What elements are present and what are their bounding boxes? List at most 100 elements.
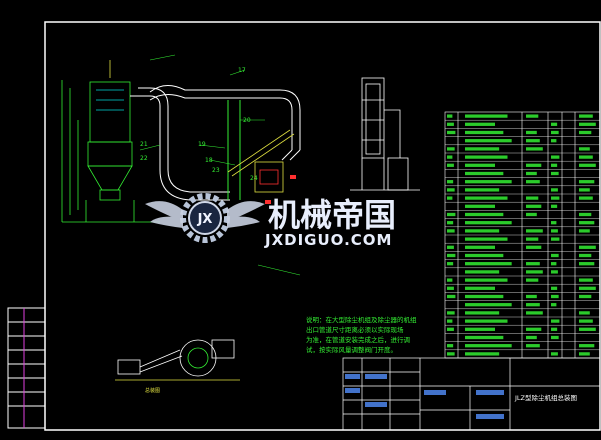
dim-label-8: 24 <box>250 175 258 182</box>
parts-cell-text <box>526 311 543 315</box>
parts-cell-text <box>579 147 590 151</box>
parts-cell-text <box>526 163 542 167</box>
note-line-1: 说明：在大型除尘机组及除尘器的机组 <box>306 315 417 324</box>
parts-cell-text <box>465 245 495 249</box>
parts-cell-text <box>526 229 543 233</box>
parts-cell-text <box>526 303 540 307</box>
parts-cell-text <box>447 221 454 225</box>
watermark-cn-text: 机械帝国 <box>268 196 396 234</box>
parts-cell-text <box>447 180 454 184</box>
parts-cell-text <box>526 262 540 266</box>
parts-cell-text <box>551 253 559 258</box>
dim-label-3: 20 <box>243 117 251 124</box>
note-line-4: 试，按实际风量调整阀门开度。 <box>306 345 397 354</box>
parts-cell-text <box>579 319 593 323</box>
parts-cell-text <box>551 270 558 274</box>
plan-view <box>115 339 240 381</box>
fan-unit <box>227 129 295 193</box>
parts-cell-text <box>465 155 508 159</box>
parts-cell-text <box>465 114 508 118</box>
left-margin-strip <box>7 307 46 429</box>
parts-cell-text <box>465 139 512 143</box>
parts-cell-text <box>447 286 454 290</box>
parts-cell-text <box>526 147 543 151</box>
parts-cell-text <box>579 311 590 315</box>
parts-cell-text <box>465 262 512 266</box>
parts-cell-text <box>447 319 453 323</box>
parts-cell-text <box>551 286 558 290</box>
parts-cell-text <box>465 212 504 217</box>
parts-cell-text <box>526 270 543 274</box>
parts-cell-text <box>579 114 593 118</box>
parts-cell-text <box>526 335 537 340</box>
dim-label-2: 21 <box>140 141 148 148</box>
parts-cell-text <box>447 245 454 249</box>
parts-cell-text <box>526 344 540 348</box>
parts-cell-text <box>579 344 595 348</box>
parts-cell-text <box>526 245 542 249</box>
parts-cell-text <box>551 229 558 233</box>
parts-cell-text <box>465 188 500 192</box>
parts-cell-text <box>465 171 504 176</box>
duct-system <box>130 85 301 201</box>
parts-cell-text <box>526 180 540 184</box>
parts-cell-text <box>579 155 593 159</box>
parts-cell-text <box>579 196 593 200</box>
parts-cell-text <box>465 130 504 135</box>
parts-cell-text <box>447 122 454 126</box>
watermark-logo: JX <box>145 193 265 243</box>
parts-cell-text <box>447 212 456 217</box>
dimension-leaders <box>139 54 301 276</box>
parts-cell-text <box>579 122 596 126</box>
parts-cell-text <box>447 278 453 282</box>
parts-cell-text <box>551 237 560 241</box>
dimension-labels: 17 21 20 19 18 23 22 24 <box>140 67 258 182</box>
parts-cell-text <box>447 188 455 192</box>
parts-cell-text <box>465 311 500 315</box>
parts-cell-text <box>551 204 558 208</box>
parts-cell-text <box>465 204 495 208</box>
parts-cell-text <box>579 253 592 258</box>
parts-cell-text <box>447 262 454 266</box>
parts-cell-text <box>465 327 495 331</box>
side-elevation <box>350 77 420 191</box>
parts-cell-text <box>465 147 500 151</box>
parts-cell-text <box>579 327 596 331</box>
parts-cell-text <box>579 262 595 266</box>
parts-cell-text <box>465 352 500 356</box>
parts-cell-text <box>465 278 508 282</box>
title-block-fills <box>345 374 504 419</box>
parts-cell-text <box>551 294 559 299</box>
parts-cell-text <box>551 188 558 192</box>
parts-cell-text <box>465 319 508 323</box>
parts-cell-text <box>447 344 454 348</box>
parts-cell-text <box>551 163 558 167</box>
parts-cell-text <box>579 286 596 290</box>
parts-cell-text <box>526 327 542 331</box>
notes-block: 说明：在大型除尘机组及除尘器的机组 出口管道尺寸距离必须以实际现场 为准，在管道… <box>306 315 417 354</box>
parts-cell-text <box>579 229 590 233</box>
parts-cell-text <box>447 196 453 200</box>
parts-cell-text <box>465 163 495 167</box>
note-line-2: 出口管道尺寸距离必须以实际现场 <box>306 325 404 334</box>
parts-cell-text <box>551 303 557 307</box>
parts-cell-text <box>551 171 559 176</box>
parts-cell-text <box>447 327 454 331</box>
parts-cell-text <box>551 327 558 331</box>
parts-cell-text <box>447 114 453 118</box>
wing-icon <box>145 201 265 228</box>
parts-cell-text <box>551 155 560 159</box>
parts-cell-text <box>526 212 537 217</box>
parts-cell-text <box>465 344 512 348</box>
parts-cell-text <box>551 139 557 143</box>
parts-cell-text <box>551 130 559 135</box>
dim-label-5: 18 <box>205 157 213 164</box>
parts-cell-text <box>551 319 560 323</box>
dim-label-7: 22 <box>140 155 148 162</box>
parts-cell-text <box>526 130 537 135</box>
parts-cell-text <box>465 270 500 274</box>
parts-cell-text <box>579 130 592 135</box>
note-line-3: 为准，在管道安装完成之后，进行调 <box>306 335 410 344</box>
parts-cell-text <box>447 163 454 167</box>
parts-cell-text <box>465 253 504 258</box>
